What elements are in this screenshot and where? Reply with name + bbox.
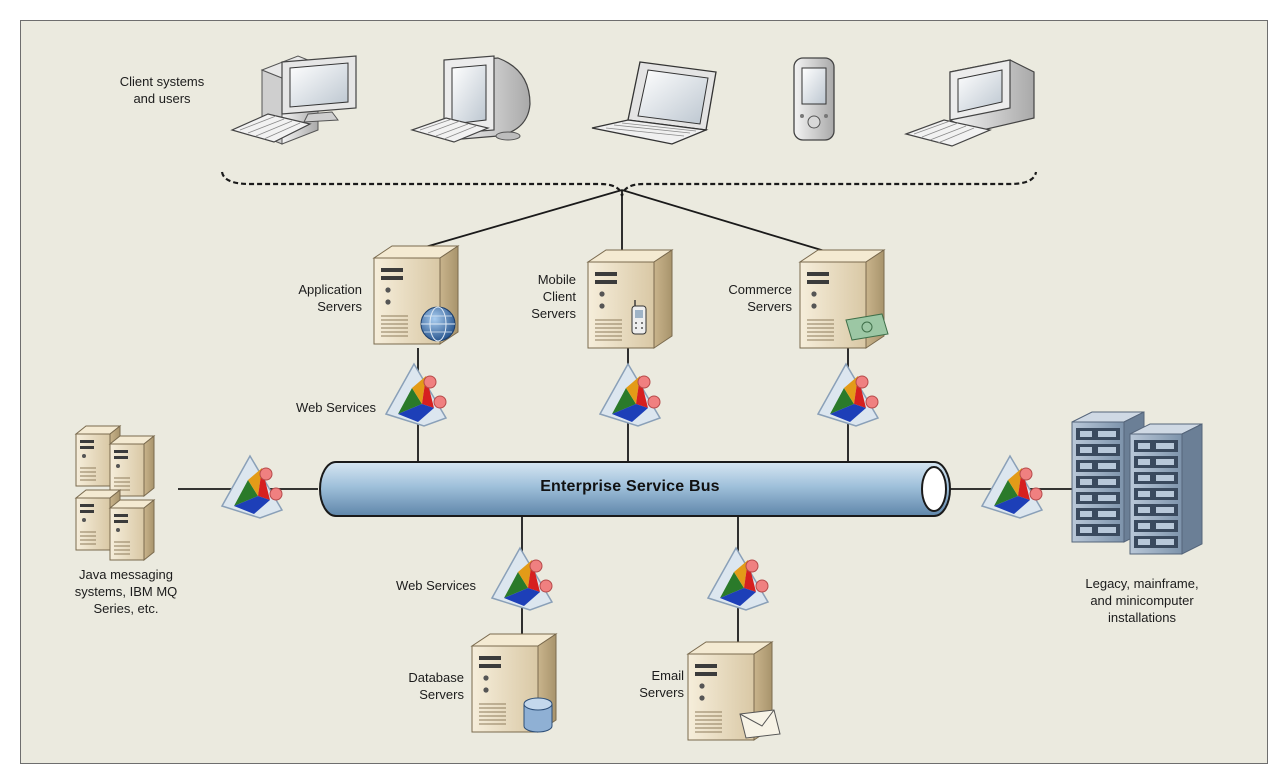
- database-server-icon: [471, 633, 557, 733]
- commerce-server-icon: [799, 249, 889, 349]
- mobile-client-server-icon: [587, 249, 673, 349]
- server-rack-icon: [1071, 411, 1203, 555]
- database-cylinder-icon: [523, 697, 553, 733]
- cellphone-icon: [631, 300, 647, 335]
- commerce-servers-label: Commerce Servers: [728, 282, 792, 314]
- email-servers-label: Email Servers: [639, 668, 684, 700]
- mobile-client-servers-label: Mobile Client Servers: [531, 272, 576, 321]
- clients-label: Client systems and users: [119, 74, 205, 106]
- database-servers-label: Database Servers: [408, 670, 464, 702]
- application-server-icon: [373, 245, 459, 345]
- monitor-icon: [903, 59, 1035, 147]
- bus-label: Enterprise Service Bus: [540, 478, 720, 495]
- web-services-top-label: Web Services: [296, 400, 376, 415]
- legacy-label: Legacy, mainframe, and minicomputer inst…: [1085, 576, 1199, 625]
- pda-icon: [793, 57, 835, 141]
- enterprise-service-bus: [319, 461, 951, 517]
- laptop-icon: [591, 61, 717, 145]
- application-servers-label: Application Servers: [298, 282, 362, 314]
- cash-icon: [845, 313, 889, 341]
- envelope-icon: [739, 709, 781, 739]
- globe-icon: [420, 306, 456, 342]
- messaging-server-cluster-icon: [75, 425, 155, 561]
- crt-computer-icon: [410, 55, 531, 143]
- desktop-computer-icon: [230, 55, 357, 145]
- messaging-label: Java messaging systems, IBM MQ Series, e…: [74, 567, 178, 616]
- email-server-icon: [687, 641, 781, 741]
- web-services-bottom-label: Web Services: [396, 578, 476, 593]
